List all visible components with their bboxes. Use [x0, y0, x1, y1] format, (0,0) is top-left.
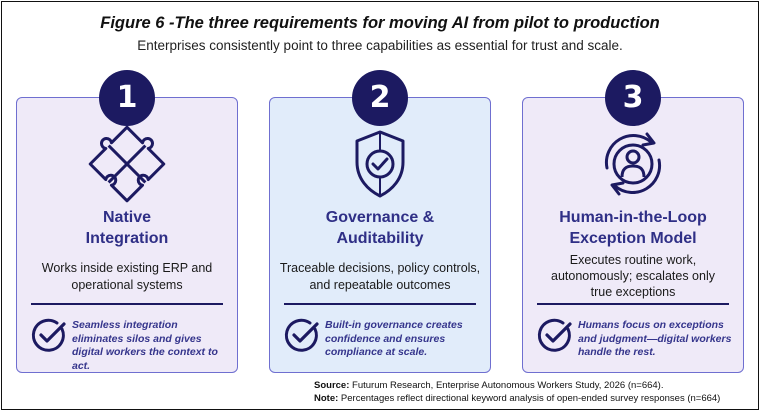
figure-title: Figure 6 -The three requirements for mov…	[100, 14, 660, 32]
card-description-line2: autonomously; escalates only	[551, 269, 715, 283]
card-description-line2: and repeatable outcomes	[309, 278, 451, 292]
source-footnote: Source: Futurum Research, Enterprise Aut…	[314, 379, 720, 405]
card-title-line1: Native	[102, 209, 152, 226]
card-title-line2: Integration	[85, 230, 169, 247]
card-divider	[537, 303, 729, 305]
badge-number: 3	[605, 70, 661, 126]
card-divider	[31, 303, 223, 305]
card-description-line1: Executes routine work,	[569, 253, 697, 267]
note-label: Note:	[314, 393, 339, 404]
card-description-line3: true exceptions	[590, 285, 676, 299]
card-description-line1: Works inside existing ERP and	[41, 261, 213, 275]
number-badge-3: 3	[605, 70, 661, 126]
person-cycle-icon	[523, 124, 743, 204]
number-badge-1: 1	[99, 70, 155, 126]
card-title-line2: Auditability	[336, 230, 424, 247]
badge-number: 2	[352, 70, 408, 126]
source-text: Futurum Research, Enterprise Autonomous …	[352, 380, 664, 391]
card-note: Seamless integration eliminates silos an…	[72, 319, 218, 372]
card-note: Built-in governance creates confidence a…	[325, 319, 463, 358]
note-text: Percentages reflect directional keyword …	[340, 393, 721, 404]
card-native-integration: Native Integration Works inside existing…	[16, 97, 238, 373]
card-description-line1: Traceable decisions, policy controls,	[279, 261, 481, 275]
source-label: Source:	[314, 380, 350, 391]
check-circle-icon	[537, 317, 573, 353]
figure-subtitle: Enterprises consistently point to three …	[137, 38, 623, 53]
card-description-line2: operational systems	[71, 278, 183, 292]
card-human-in-the-loop: Human-in-the-Loop Exception Model Execut…	[522, 97, 744, 373]
badge-number: 1	[99, 70, 155, 126]
card-title-line1: Human-in-the-Loop	[559, 209, 707, 226]
shield-check-icon	[270, 124, 490, 204]
card-title-line1: Governance &	[325, 209, 435, 226]
number-badge-2: 2	[352, 70, 408, 126]
check-circle-icon	[284, 317, 320, 353]
card-note: Humans focus on exceptions and judgment—…	[578, 319, 732, 358]
check-circle-icon	[31, 317, 67, 353]
card-governance-auditability: Governance & Auditability Traceable deci…	[269, 97, 491, 373]
puzzle-icon	[17, 124, 237, 204]
card-divider	[284, 303, 476, 305]
card-title-line2: Exception Model	[569, 230, 697, 247]
